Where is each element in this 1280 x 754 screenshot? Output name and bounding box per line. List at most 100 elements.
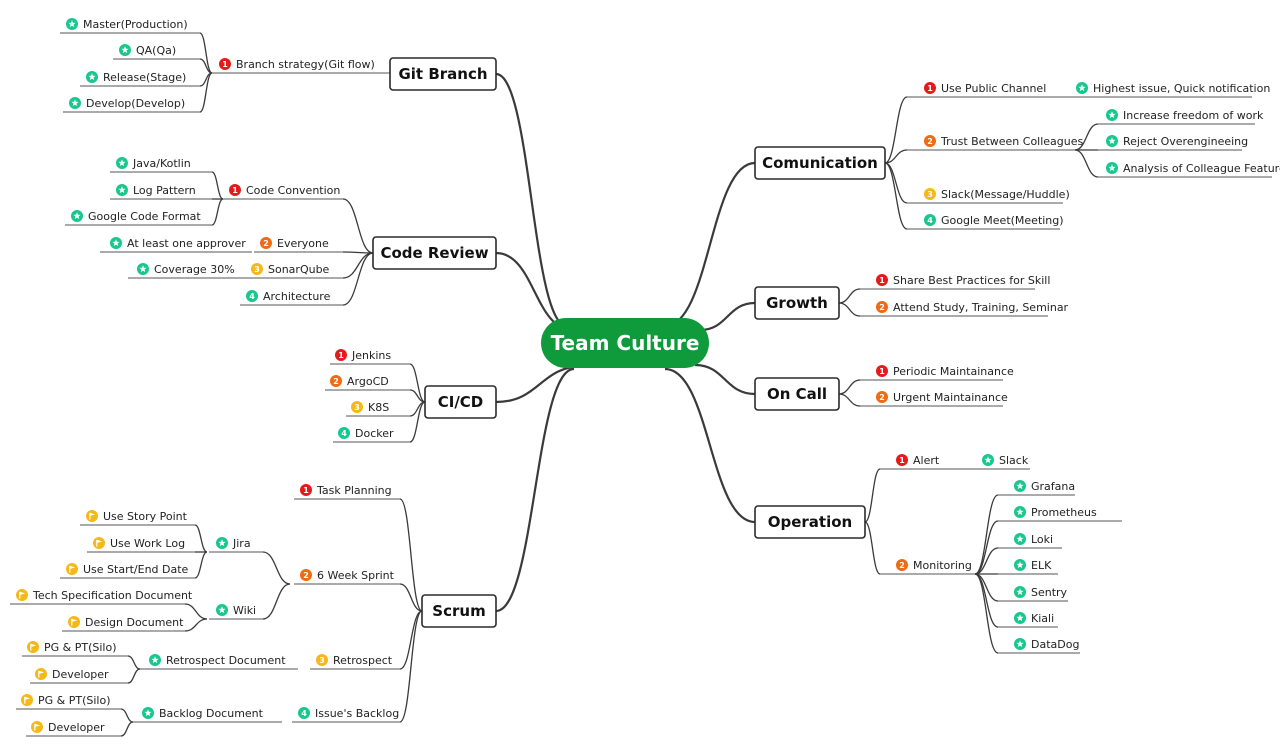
star-icon	[1014, 533, 1026, 545]
connector-line	[974, 520, 999, 575]
wiki-item-0[interactable]: Tech Specification Document	[16, 589, 193, 602]
connector-line	[399, 583, 423, 612]
priority-4-marker-icon: 4	[298, 707, 310, 719]
jira-item-0[interactable]: Use Story Point	[86, 510, 188, 523]
svg-text:1: 1	[303, 486, 309, 495]
trust-item-1[interactable]: Reject Overengineeing	[1106, 135, 1248, 148]
code-convention-item-2[interactable]: Google Code Format	[71, 210, 201, 223]
git-branch-item-3[interactable]: Develop(Develop)	[69, 97, 185, 110]
priority-2-marker-icon: 2	[260, 237, 272, 249]
trust-item-0-label: Increase freedom of work	[1123, 109, 1264, 122]
everyone-item-0[interactable]: At least one approver	[110, 237, 246, 250]
code-convention-item-0[interactable]: Java/Kotlin	[116, 157, 191, 170]
public-channel-item-0[interactable]: Highest issue, Quick notification	[1076, 82, 1270, 95]
communication-topic-title: Comunication	[762, 154, 878, 172]
connector-line	[838, 302, 861, 317]
monitoring-item-2[interactable]: Loki	[1014, 533, 1053, 546]
retrospect-document-item-1[interactable]: Developer	[35, 668, 109, 681]
code-review-architecture-topic-label: Architecture	[263, 290, 331, 303]
backlog-document-item-1[interactable]: Developer	[31, 721, 105, 734]
star-icon	[1106, 162, 1118, 174]
monitoring-item-6[interactable]: DataDog	[1014, 638, 1079, 651]
connector-line	[409, 401, 426, 443]
monitoring-item-1-label: Prometheus	[1031, 506, 1097, 519]
git-branch-item-1[interactable]: QA(Qa)	[119, 44, 176, 57]
central-topic[interactable]: Team Culture	[541, 318, 709, 368]
retrospect-document-subtopic[interactable]: Retrospect Document	[149, 654, 286, 667]
monitoring-item-1[interactable]: Prometheus	[1014, 506, 1097, 519]
sonarqube-item-0[interactable]: Coverage 30%	[137, 263, 235, 276]
operation-topic[interactable]: Operation	[754, 505, 866, 539]
jira-subtopic[interactable]: Jira	[216, 537, 251, 550]
svg-text:1: 1	[879, 367, 885, 376]
alert-topic-label: Alert	[913, 454, 940, 467]
code-convention-item-1-label: Log Pattern	[133, 184, 196, 197]
svg-text:3: 3	[354, 403, 360, 412]
backlog-document-item-0[interactable]: PG & PT(Silo)	[21, 694, 111, 707]
git-branch-item-0[interactable]: Master(Production)	[66, 18, 188, 31]
connector-line	[838, 393, 861, 407]
connector-line	[974, 573, 999, 654]
star-icon	[1106, 109, 1118, 121]
jira-item-2[interactable]: Use Start/End Date	[66, 563, 189, 576]
monitoring-item-4-label: Sentry	[1031, 586, 1068, 599]
scrum-topic[interactable]: Scrum	[421, 594, 497, 628]
jira-item-1[interactable]: Use Work Log	[93, 537, 185, 550]
git-branch-topic[interactable]: Git Branch	[389, 57, 497, 91]
connector-line	[199, 58, 213, 74]
trust-item-2[interactable]: Analysis of Colleague Feature	[1106, 162, 1280, 175]
monitoring-item-5[interactable]: Kiali	[1014, 612, 1054, 625]
git-branch-item-2[interactable]: Release(Stage)	[86, 71, 186, 84]
priority-4-marker-icon: 4	[924, 214, 936, 226]
priority-2-marker-icon: 2	[330, 375, 342, 387]
backlog-document-subtopic[interactable]: Backlog Document	[142, 707, 264, 720]
communication-topic[interactable]: Comunication	[754, 146, 886, 180]
scrum-topic-1[interactable]: 1 Task Planning	[300, 484, 392, 497]
cicd-docker-topic-label: Docker	[355, 427, 394, 440]
alert-item-0-label: Slack	[999, 454, 1029, 467]
monitoring-item-0[interactable]: Grafana	[1014, 480, 1075, 493]
code-convention-item-1[interactable]: Log Pattern	[116, 184, 196, 197]
connector-line	[884, 162, 908, 230]
star-icon	[216, 537, 228, 549]
wiki-item-1[interactable]: Design Document	[68, 616, 184, 629]
monitoring-item-4[interactable]: Sentry	[1014, 586, 1068, 599]
code-review-topic[interactable]: Code Review	[372, 236, 497, 270]
retrospect-document-item-0[interactable]: PG & PT(Silo)	[27, 641, 117, 654]
flag-icon	[31, 721, 43, 733]
wiki-subtopic[interactable]: Wiki	[216, 604, 256, 617]
on-call-topic[interactable]: On Call	[754, 377, 840, 411]
growth-topic[interactable]: Growth	[754, 286, 840, 320]
connector-line	[409, 363, 426, 403]
retrospect-document-item-0-label: PG & PT(Silo)	[44, 641, 117, 654]
trust-item-0[interactable]: Increase freedom of work	[1106, 109, 1264, 122]
cicd-topic[interactable]: CI/CD	[424, 385, 497, 419]
connector-line	[120, 721, 134, 737]
scrum-topic-1-label: Task Planning	[316, 484, 392, 497]
alert-item-0[interactable]: Slack	[982, 454, 1029, 467]
priority-3-marker-icon: 3	[316, 654, 328, 666]
monitoring-item-3[interactable]: ELK	[1014, 559, 1052, 572]
